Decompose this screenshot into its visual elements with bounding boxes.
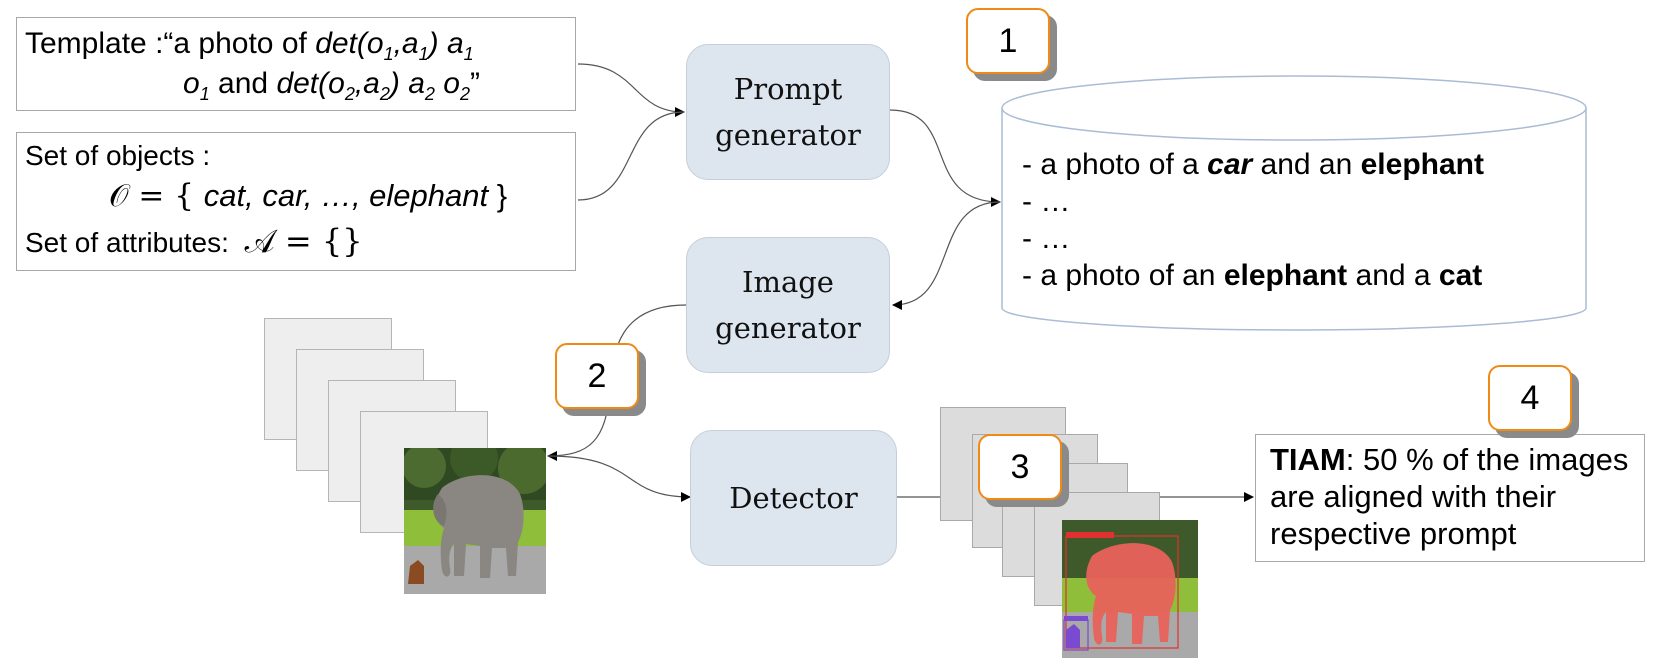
template-box: Template :“a photo of det(o1,a1) a1 o1 a… <box>16 17 576 111</box>
prompt-item: - a photo of a car and an elephant <box>1022 148 1484 181</box>
prompt-database-cylinder <box>1001 75 1587 331</box>
objects-set: 𝒪 = { cat, car, …, elephant } <box>109 178 508 214</box>
tiam-result-box: TIAM: 50 % of the images are aligned wit… <box>1255 434 1645 562</box>
step-badge-2: 2 <box>555 343 639 409</box>
objects-values: cat, car, …, elephant <box>203 178 489 213</box>
prompt-item: - … <box>1022 185 1071 218</box>
tiam-result-text: : 50 % of the images are aligned with th… <box>1270 442 1629 551</box>
attributes-set: = {} <box>274 222 363 260</box>
attributes-row: Set of attributes: 𝒜 = {} <box>25 221 363 263</box>
prompt-generator-node: Prompt generator <box>686 44 890 180</box>
edge-images-to-detector <box>547 455 691 502</box>
image-generator-node: Image generator <box>686 237 890 373</box>
step-badge-4: 4 <box>1488 365 1572 431</box>
step-badge-3: 3 <box>978 434 1062 500</box>
edge-prompt-generator-to-database <box>889 109 1001 207</box>
template-label: Template : <box>25 27 164 60</box>
sets-box: Set of objects : 𝒪 = { cat, car, …, elep… <box>16 132 576 271</box>
edge-template-to-prompt-generator <box>577 63 685 117</box>
edge-database-to-image-generator <box>892 201 1001 310</box>
detector-node: Detector <box>690 430 897 566</box>
generated-image-elephant-cat <box>404 448 546 594</box>
edge-sets-to-prompt-generator <box>577 111 685 201</box>
objects-symbol: 𝒪 <box>109 178 129 214</box>
prompt-list: - a photo of a car and an elephant - … -… <box>1022 146 1484 294</box>
template-line-2: o1 and det(o2,a2) a2 o2” <box>183 67 480 104</box>
step-badge-1: 1 <box>966 8 1050 74</box>
prompt-item: - … <box>1022 222 1071 255</box>
tiam-name: TIAM <box>1270 442 1346 477</box>
detection-image <box>1062 520 1198 658</box>
template-line-1: “a photo of det(o1,a1) a1 <box>163 27 474 64</box>
attributes-label: Set of attributes: <box>25 227 229 258</box>
prompt-item: - a photo of an elephant and a cat <box>1022 259 1483 292</box>
attributes-symbol: 𝒜 <box>244 222 275 260</box>
objects-label: Set of objects : <box>25 140 211 171</box>
